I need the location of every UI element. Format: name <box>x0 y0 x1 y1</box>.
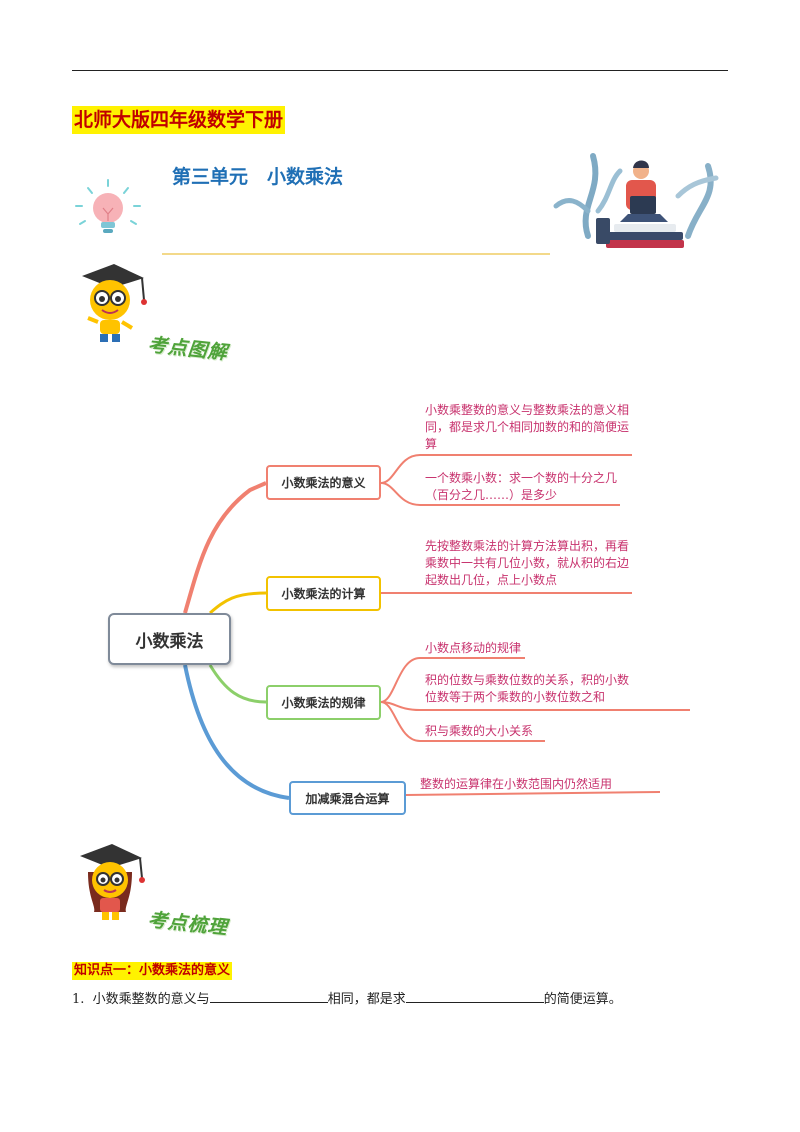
unit-title: 第三单元 小数乘法 <box>172 166 344 188</box>
top-rule <box>72 70 728 71</box>
question-number: 1. <box>72 992 85 1007</box>
question-text-part3: 的简便运算。 <box>543 992 622 1007</box>
leaf-digit-relation: 积的位数与乘数位数的关系，积的小数位数等于两个乘数的小数位数之和 <box>425 673 630 704</box>
branch-rules: 小数乘法的规律 <box>266 685 381 720</box>
question-text-part1: 小数乘整数的意义与 <box>92 992 210 1007</box>
leaf-size-relation: 积与乘数的大小关系 <box>425 724 534 738</box>
knowledge-point-title: 知识点一：小数乘法的意义 <box>72 962 233 980</box>
person-laptop-illustration <box>553 153 719 248</box>
branch-calculation: 小数乘法的计算 <box>266 576 381 611</box>
doctor-cap-girl-mascot <box>80 844 145 920</box>
lightbulb-icon <box>75 179 141 233</box>
branch-meaning: 小数乘法的意义 <box>266 465 381 500</box>
doctor-cap-boy-mascot <box>82 264 147 342</box>
leaf-operation-laws: 整数的运算律在小数范围内仍然适用 <box>420 777 613 791</box>
leaf-meaning-decimal: 一个数乘小数：求一个数的十分之几（百分之几……）是多少 <box>425 471 618 502</box>
answer-blank-2[interactable] <box>405 990 544 1003</box>
question-1: 1. 小数乘整数的意义与 相同，都是求 的简便运算。 <box>72 990 622 1009</box>
leaf-calculation-method: 先按整数乘法的计算方法算出积，再看乘数中一共有几位小数，就从积的右边起数出几位，… <box>425 539 630 587</box>
mindmap-root: 小数乘法 <box>108 613 231 665</box>
answer-blank-1[interactable] <box>209 990 328 1003</box>
branch-mixed-operations: 加减乘混合运算 <box>289 781 406 815</box>
leaf-decimal-point-move: 小数点移动的规律 <box>425 641 522 655</box>
unit-underline <box>162 253 550 255</box>
question-text-part2: 相同，都是求 <box>327 992 406 1007</box>
book-title: 北师大版四年级数学下册 <box>72 106 286 134</box>
leaf-meaning-integer: 小数乘整数的意义与整数乘法的意义相同，都是求几个相同加数的和的简便运算 <box>425 403 630 451</box>
